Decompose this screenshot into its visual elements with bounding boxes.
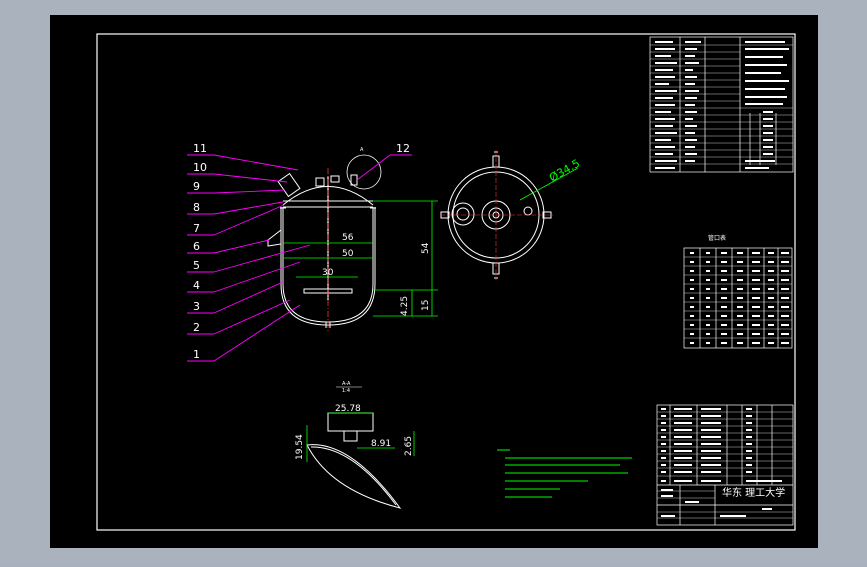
sheet-border xyxy=(96,33,796,531)
dim-25-78: 25.78 xyxy=(335,404,361,414)
nozzle-table-rows xyxy=(684,256,792,339)
callout-1: 1 xyxy=(193,348,200,361)
dimension-labels: 56 50 30 54 15 4.25 xyxy=(322,233,431,316)
callout-11: 11 xyxy=(193,142,207,155)
callout-5: 5 xyxy=(193,259,200,272)
callout-8: 8 xyxy=(193,201,200,214)
section-dim-labels: 25.78 19.54 8.91 2.65 xyxy=(295,404,414,460)
detail-circle-a xyxy=(346,154,382,190)
dim-54: 54 xyxy=(421,242,431,254)
section-dims xyxy=(306,412,415,462)
nozzle-table xyxy=(683,247,793,349)
nozzle-table-title: 管口表 xyxy=(708,234,726,242)
detail-marker: A xyxy=(360,147,364,153)
callout-numbers: 11 10 9 8 7 6 5 4 3 2 1 12 xyxy=(193,142,410,361)
section-scale: 1:4 xyxy=(342,388,350,394)
callout-2: 2 xyxy=(193,321,200,334)
level-lines xyxy=(283,200,438,317)
drawing-sheet xyxy=(50,15,818,548)
callout-6: 6 xyxy=(193,240,200,253)
spec-table xyxy=(649,36,794,173)
callout-9: 9 xyxy=(193,180,200,193)
dim-8-91: 8.91 xyxy=(371,439,391,449)
dim-19-54: 19.54 xyxy=(295,434,305,460)
callout-4: 4 xyxy=(193,279,200,292)
diameter-leader xyxy=(519,167,579,201)
spec-table-rows xyxy=(650,44,793,165)
dim-2-65: 2.65 xyxy=(404,436,414,456)
nozzle-table-glyphs xyxy=(690,252,789,344)
spec-table-glyphs xyxy=(655,41,789,169)
section-label: A-A xyxy=(342,381,351,387)
parts-list-rows xyxy=(657,411,793,519)
dim-4-25: 4.25 xyxy=(400,296,410,316)
callout-12: 12 xyxy=(396,142,410,155)
leader-lines xyxy=(187,154,412,362)
callout-3: 3 xyxy=(193,300,200,313)
dim-56: 56 xyxy=(342,233,354,243)
technical-notes xyxy=(497,449,632,498)
parts-list-glyphs xyxy=(661,408,782,517)
callout-7: 7 xyxy=(193,222,200,235)
dim-50: 50 xyxy=(342,249,354,259)
title-block-school: 华东 理工大学 xyxy=(722,486,785,499)
dim-30: 30 xyxy=(322,268,334,278)
parts-list xyxy=(656,404,794,526)
callout-10: 10 xyxy=(193,161,207,174)
dim-15: 15 xyxy=(421,300,431,311)
